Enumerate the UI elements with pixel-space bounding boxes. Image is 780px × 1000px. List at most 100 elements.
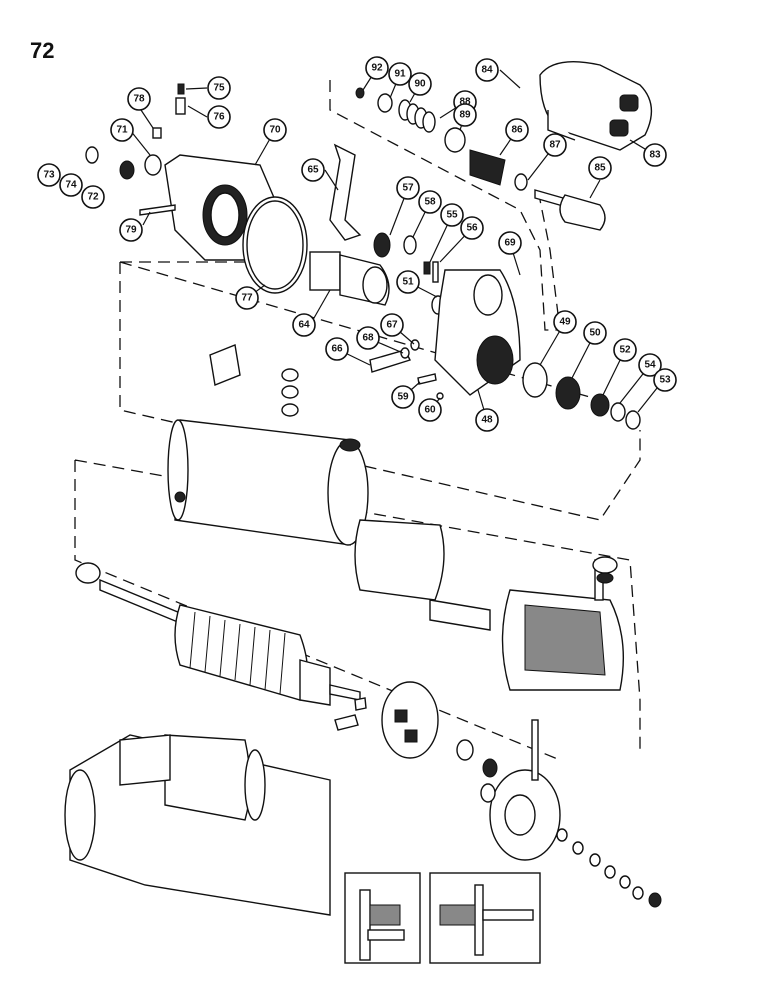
svg-text:56: 56 [466,223,478,234]
svg-text:83: 83 [649,150,661,161]
callout-53: 53 [653,368,677,392]
svg-text:65: 65 [307,165,319,176]
svg-text:53: 53 [659,375,671,386]
bushing-part-49 [522,362,548,398]
washer-part-89 [444,127,466,153]
bushing-part-52 [590,393,610,417]
callout-57: 57 [396,176,420,200]
svg-text:66: 66 [331,344,343,355]
callout-84: 84 [475,58,499,82]
callout-68: 68 [356,326,380,350]
svg-text:57: 57 [402,183,414,194]
svg-text:55: 55 [446,210,458,221]
callout-91: 91 [388,62,412,86]
callout-58: 58 [418,190,442,214]
callout-51: 51 [396,270,420,294]
shift-lever-part [329,143,362,241]
callout-85: 85 [588,156,612,180]
washer-part-91 [377,93,393,113]
solenoid-group-outline [329,80,561,331]
washer-part-54 [610,402,626,422]
washer-part-60 [436,392,444,400]
washer-part-57 [373,232,391,258]
callout-59: 59 [391,385,415,409]
plug-part-73 [85,146,99,164]
brush-plate-part [334,681,439,759]
svg-text:64: 64 [298,320,310,331]
callout-73: 73 [37,163,61,187]
svg-text:90: 90 [414,79,426,90]
callout-66: 66 [325,337,349,361]
svg-text:59: 59 [397,392,409,403]
assembled-starter-view [64,734,331,916]
callout-89: 89 [453,103,477,127]
pin-part-56 [432,261,439,283]
inset-detail-left [344,872,421,964]
field-frame-group-outline [74,459,641,761]
callout-79: 79 [119,218,143,242]
svg-text:75: 75 [213,83,225,94]
drive-assembly-part [309,251,390,306]
svg-text:91: 91 [394,69,406,80]
field-frame-part [167,419,369,546]
svg-text:54: 54 [644,360,656,371]
callout-71: 71 [110,118,134,142]
callout-86: 86 [505,118,529,142]
field-coils-part [501,556,624,691]
svg-text:72: 72 [87,192,99,203]
pin-part-55 [423,261,431,275]
svg-text:88: 88 [459,97,471,108]
callout-52: 52 [613,338,637,362]
boot-part [469,149,506,186]
svg-text:49: 49 [559,317,571,328]
thrust-washer-part [75,562,101,584]
callout-50: 50 [583,321,607,345]
bushing-part-72 [119,160,135,180]
frame-screw-part [174,491,186,503]
svg-text:60: 60 [424,405,436,416]
callout-65: 65 [301,158,325,182]
callout-90: 90 [408,72,432,96]
svg-text:50: 50 [589,328,601,339]
bushing-part-50 [555,376,581,410]
svg-text:79: 79 [125,225,137,236]
insulator-part [281,368,299,382]
svg-text:70: 70 [269,125,281,136]
svg-text:67: 67 [386,320,398,331]
screw-part-59 [417,373,437,385]
bolt-part-79 [139,204,176,216]
armature-part [99,578,361,706]
callout-67: 67 [380,313,404,337]
callout-48: 48 [475,408,499,432]
svg-text:68: 68 [362,333,374,344]
svg-text:86: 86 [511,125,523,136]
spring-part [398,99,436,133]
svg-text:73: 73 [43,170,55,181]
callout-64: 64 [292,313,316,337]
washer-part-87 [514,173,528,191]
inset-detail-right [429,872,541,964]
o-ring-part-68 [400,347,410,359]
svg-text:87: 87 [549,140,561,151]
callout-76: 76 [207,105,231,129]
commutator-end-frame-part [489,719,561,861]
svg-text:71: 71 [116,125,128,136]
plunger-part [534,189,606,231]
callout-70: 70 [263,118,287,142]
callout-56: 56 [460,216,484,240]
svg-text:74: 74 [65,180,77,191]
callout-74: 74 [59,173,83,197]
terminal-strap-part [209,344,241,386]
callout-87: 87 [543,133,567,157]
drive-housing-part [434,269,521,396]
callout-49: 49 [553,310,577,334]
callout-60: 60 [418,398,442,422]
callout-72: 72 [81,185,105,209]
svg-text:51: 51 [402,277,414,288]
washer-part-92 [355,87,365,99]
pole-shoe-part [354,519,445,601]
washer-part-58 [403,235,417,255]
callout-54: 54 [638,353,662,377]
callout-92: 92 [365,56,389,80]
